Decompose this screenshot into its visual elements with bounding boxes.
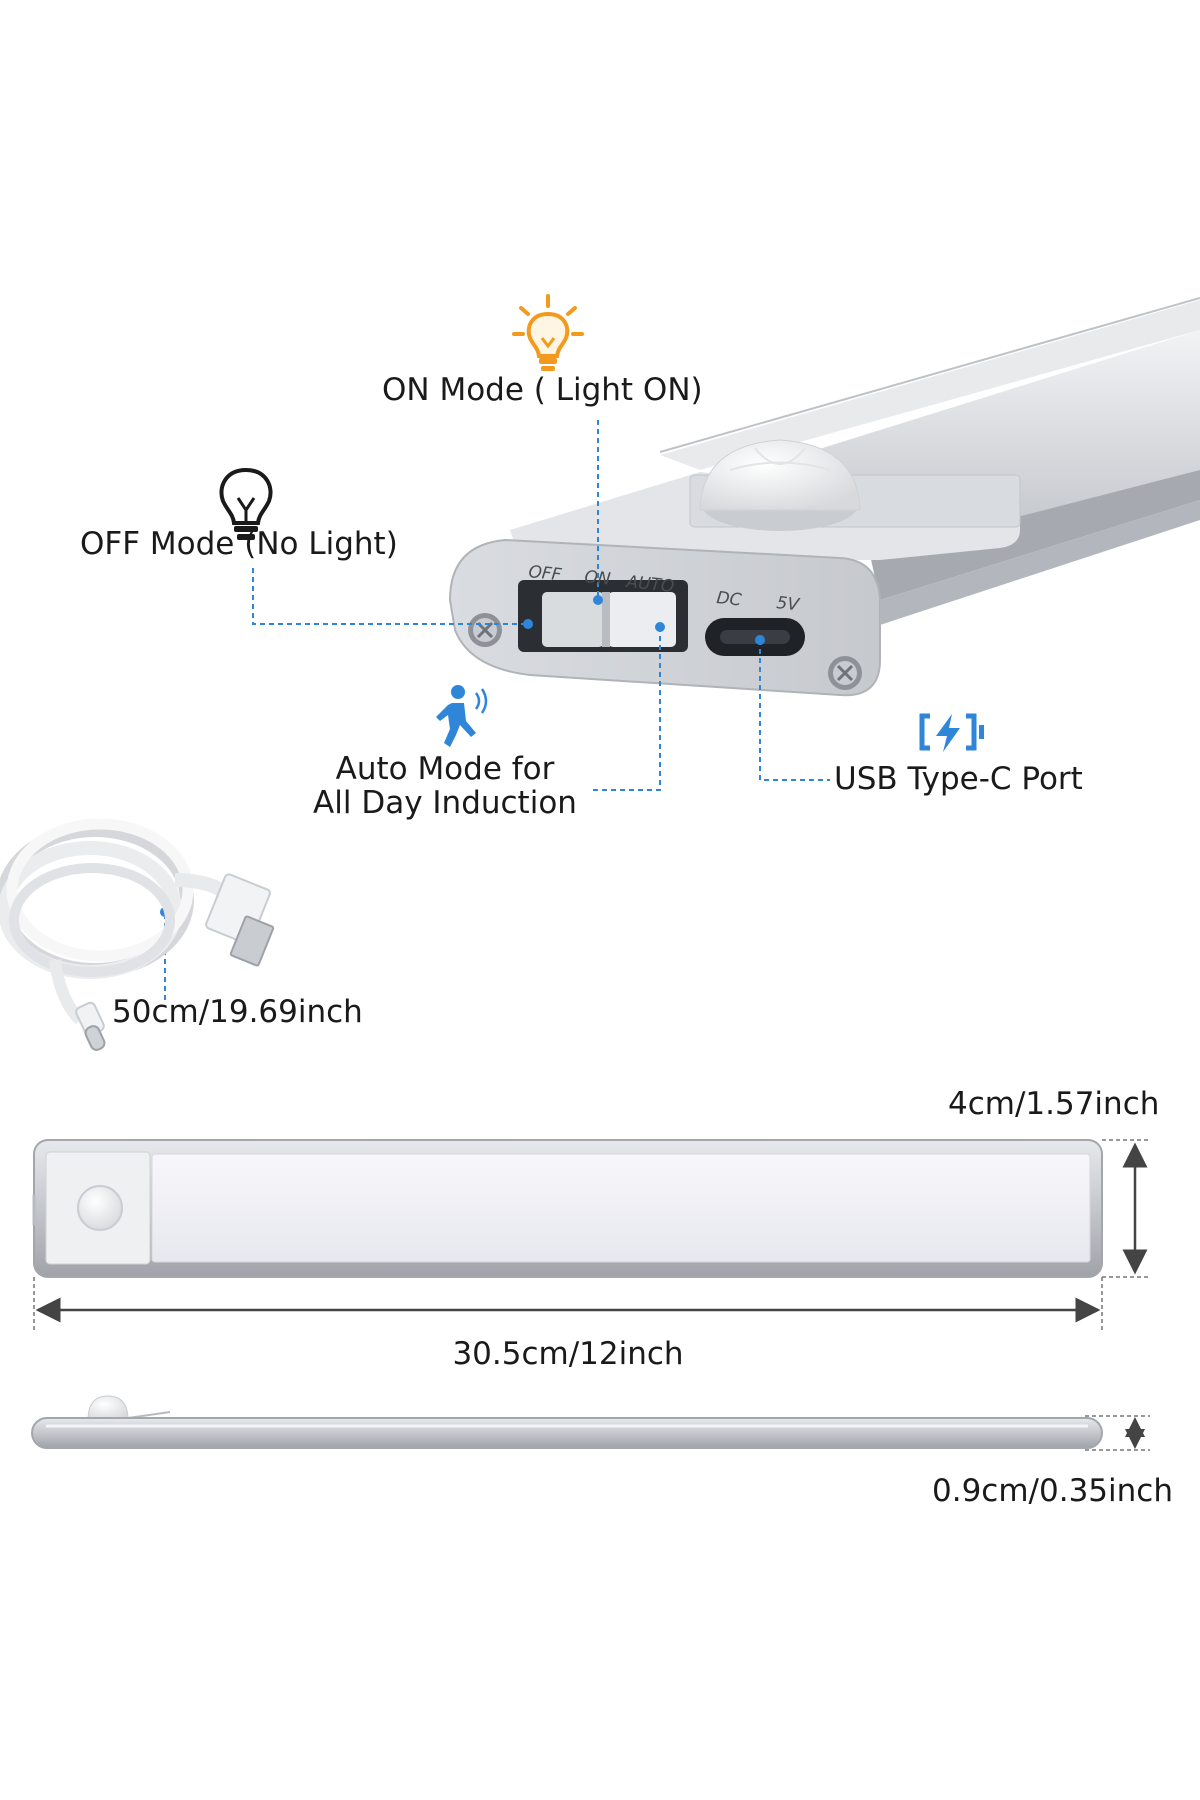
unlit-bulb-icon — [219, 467, 273, 540]
callout-lines — [164, 420, 830, 1002]
light-bar-side-view — [31, 1395, 1103, 1449]
width-dimension — [1102, 1139, 1150, 1278]
screw-right — [828, 656, 862, 690]
auto-mode-label: Auto Mode for All Day Induction — [290, 752, 600, 820]
thickness-dimension — [1085, 1415, 1150, 1451]
usb-c-port — [705, 618, 805, 656]
port-label-5v: 5V — [775, 593, 801, 615]
length-dimension-label: 30.5cm/12inch — [452, 1336, 684, 1372]
auto-mode-label-line1: Auto Mode for — [335, 751, 555, 787]
walking-person-motion-icon — [436, 685, 488, 747]
mode-switch — [518, 580, 688, 652]
port-label-dc: DC — [715, 588, 742, 611]
cable-length-label: 50cm/19.69inch — [112, 994, 363, 1030]
pir-sensor-dome — [699, 439, 861, 531]
off-mode-label: OFF Mode (No Light) — [80, 526, 398, 562]
charging-port-icon — [919, 713, 984, 752]
switch-label-off: OFF — [527, 562, 562, 585]
usb-port-label: USB Type-C Port — [834, 761, 1083, 797]
light-bar-top-view — [32, 1139, 1103, 1278]
on-mode-label: ON Mode ( Light ON) — [382, 372, 703, 408]
thickness-dimension-label: 0.9cm/0.35inch — [932, 1473, 1173, 1509]
width-dimension-label: 4cm/1.57inch — [948, 1086, 1160, 1122]
lit-bulb-icon — [512, 294, 584, 371]
length-dimension — [33, 1277, 1103, 1330]
screw-left — [468, 613, 502, 647]
auto-mode-label-line2: All Day Induction — [313, 785, 577, 822]
switch-label-on: ON — [583, 567, 611, 590]
coiled-usb-cable — [0, 818, 275, 1051]
